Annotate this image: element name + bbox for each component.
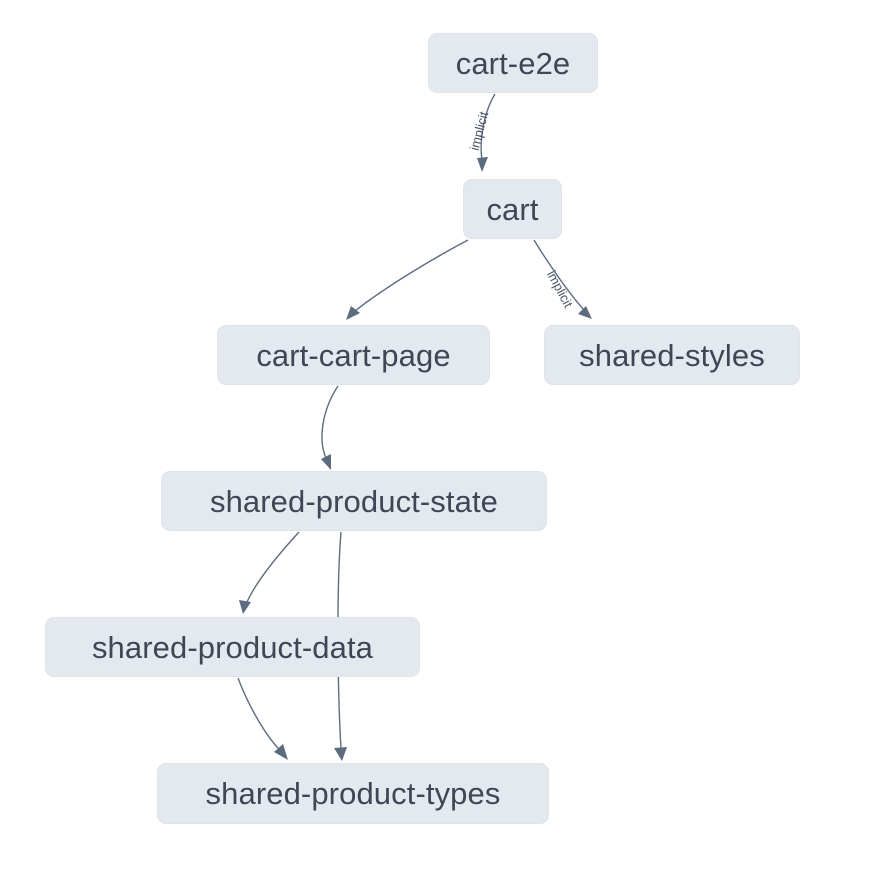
- graph-edge-cart--shared-styles: [533, 239, 592, 319]
- graph-edge-shared-product-state--shared-product-data: [239, 531, 300, 614]
- edge-line: [480, 93, 496, 161]
- edge-arrowhead-icon: [321, 454, 331, 470]
- graph-node-label: shared-styles: [579, 337, 765, 373]
- edge-arrowhead-icon: [346, 306, 360, 320]
- edge-arrowhead-icon: [578, 306, 592, 319]
- graph-node-label: cart: [486, 191, 539, 227]
- edge-line: [321, 385, 339, 459]
- graph-node-shared-product-types[interactable]: shared-product-types: [157, 763, 549, 824]
- graph-node-label: cart-e2e: [455, 45, 571, 81]
- graph-node-cart-cart-page[interactable]: cart-cart-page: [217, 325, 490, 385]
- graph-node-cart[interactable]: cart: [463, 179, 562, 239]
- edge-line: [237, 677, 280, 750]
- graph-edge-cart--cart-cart-page: [346, 239, 469, 320]
- edge-line: [354, 239, 469, 312]
- graph-node-shared-product-data[interactable]: shared-product-data: [45, 617, 420, 677]
- graph-node-shared-styles[interactable]: shared-styles: [544, 325, 800, 385]
- graph-node-label: cart-cart-page: [256, 337, 451, 373]
- graph-node-label: shared-product-types: [205, 776, 501, 811]
- graph-node-shared-product-state[interactable]: shared-product-state: [161, 471, 547, 531]
- graph-node-label: shared-product-state: [209, 483, 499, 519]
- edge-line: [533, 239, 585, 311]
- graph-edge-shared-product-data--shared-product-types: [237, 677, 288, 760]
- graph-edge-cart-cart-page--shared-product-state: [321, 385, 339, 470]
- edge-line: [246, 531, 300, 603]
- graph-node-label: shared-product-data: [91, 629, 374, 665]
- edge-arrowhead-icon: [239, 600, 251, 614]
- graph-edge-cart-e2e--cart: [477, 93, 496, 172]
- edge-arrowhead-icon: [274, 744, 288, 760]
- edge-arrowhead-icon: [334, 747, 347, 761]
- graph-node-cart-e2e[interactable]: cart-e2e: [428, 33, 598, 93]
- edge-arrowhead-icon: [477, 157, 488, 172]
